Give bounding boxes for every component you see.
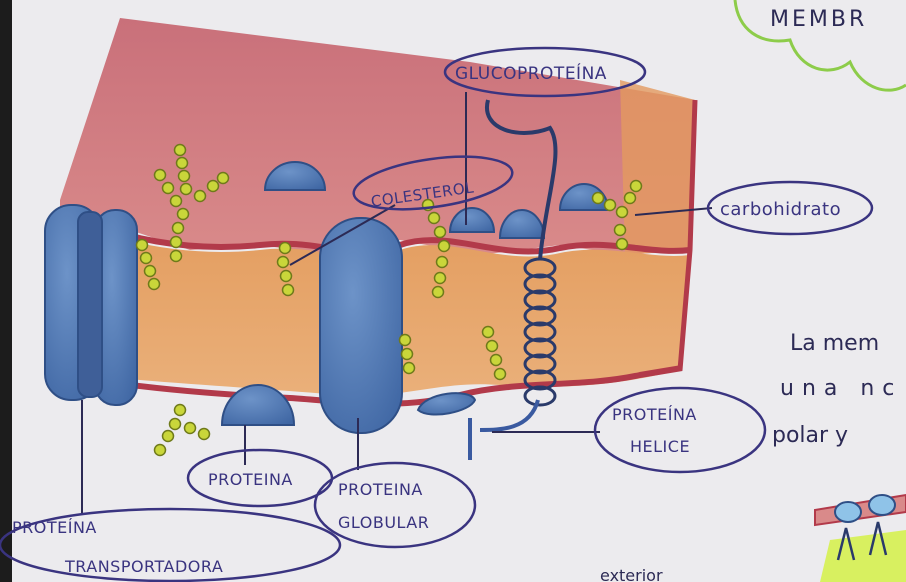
side-text-line-1: La mem [790, 331, 879, 356]
carbohydrate-bead [181, 184, 192, 195]
carbohydrate-bead [278, 257, 289, 268]
carbohydrate-bead [171, 251, 182, 262]
carbohydrate-bead [593, 193, 604, 204]
carbohydrate-bead [171, 196, 182, 207]
carbohydrate-bead [283, 285, 294, 296]
outer-layer-orange [620, 80, 695, 255]
bottom-text: exterior [600, 566, 663, 582]
carbohydrate-bead [400, 335, 411, 346]
carbohydrate-bead [155, 170, 166, 181]
carbohydrate-bead [218, 173, 229, 184]
page-title: MEMBR [770, 7, 867, 32]
carbohydrate-bead [185, 423, 196, 434]
carbohydrate-bead [195, 191, 206, 202]
carbohydrate-bead [149, 279, 160, 290]
carbohydrate-bead [605, 200, 616, 211]
carbohydrate-bead [155, 445, 166, 456]
carbohydrate-bead [178, 209, 189, 220]
carbohydrate-bead [163, 431, 174, 442]
carbohydrate-bead [402, 349, 413, 360]
label-proteina-transportadora-1: PROTEÍNA [12, 518, 97, 537]
carbohydrate-bead [280, 243, 291, 254]
carbohydrate-bead [141, 253, 152, 264]
label-glucoproteina: GLUCOPROTEÍNA [455, 62, 607, 84]
carbohydrate-bead [175, 405, 186, 416]
carbohydrate-bead [404, 363, 415, 374]
paper-edge-left [0, 0, 12, 582]
carbohydrate-bead [170, 419, 181, 430]
side-text-line-3: polar y [772, 423, 848, 448]
carbohydrate-bead [615, 225, 626, 236]
label-proteina-helice-2: HELICE [630, 437, 690, 456]
label-proteina-globular-1: PROTEINA [338, 480, 423, 499]
carbohydrate-bead [171, 237, 182, 248]
carbohydrate-bead [429, 213, 440, 224]
globular-protein [320, 218, 402, 433]
carbohydrate-bead [179, 171, 190, 182]
carbohydrate-bead [208, 181, 219, 192]
label-proteina: PROTEINA [208, 470, 293, 489]
label-proteina-helice-1: PROTEÍNA [612, 405, 697, 424]
side-text-line-2: una nc [780, 376, 902, 401]
carbohydrate-bead [435, 227, 446, 238]
carbohydrate-bead [175, 145, 186, 156]
carbohydrate-bead [495, 369, 506, 380]
carbohydrate-bead [433, 287, 444, 298]
carbohydrate-bead [483, 327, 494, 338]
carbohydrate-bead [137, 240, 148, 251]
carbohydrate-bead [435, 273, 446, 284]
transport-protein [45, 205, 137, 405]
label-proteina-transportadora-2: TRANSPORTADORA [64, 557, 223, 576]
carbohydrate-bead [631, 181, 642, 192]
carbohydrate-bead [437, 257, 448, 268]
carbohydrate-bead [625, 193, 636, 204]
label-proteina-globular-2: GLOBULAR [338, 513, 429, 532]
carbohydrate-bead [491, 355, 502, 366]
label-carbohidrato: carbohidrato [720, 199, 841, 220]
carbohydrate-bead [177, 158, 188, 169]
carbohydrate-bead [439, 241, 450, 252]
carbohydrate-bead [163, 183, 174, 194]
carbohydrate-bead [145, 266, 156, 277]
carbohydrate-bead [617, 239, 628, 250]
carbohydrate-bead [173, 223, 184, 234]
carbohydrate-bead [617, 207, 628, 218]
carbohydrate-bead [487, 341, 498, 352]
carbohydrate-bead [281, 271, 292, 282]
carbohydrate-bead [199, 429, 210, 440]
